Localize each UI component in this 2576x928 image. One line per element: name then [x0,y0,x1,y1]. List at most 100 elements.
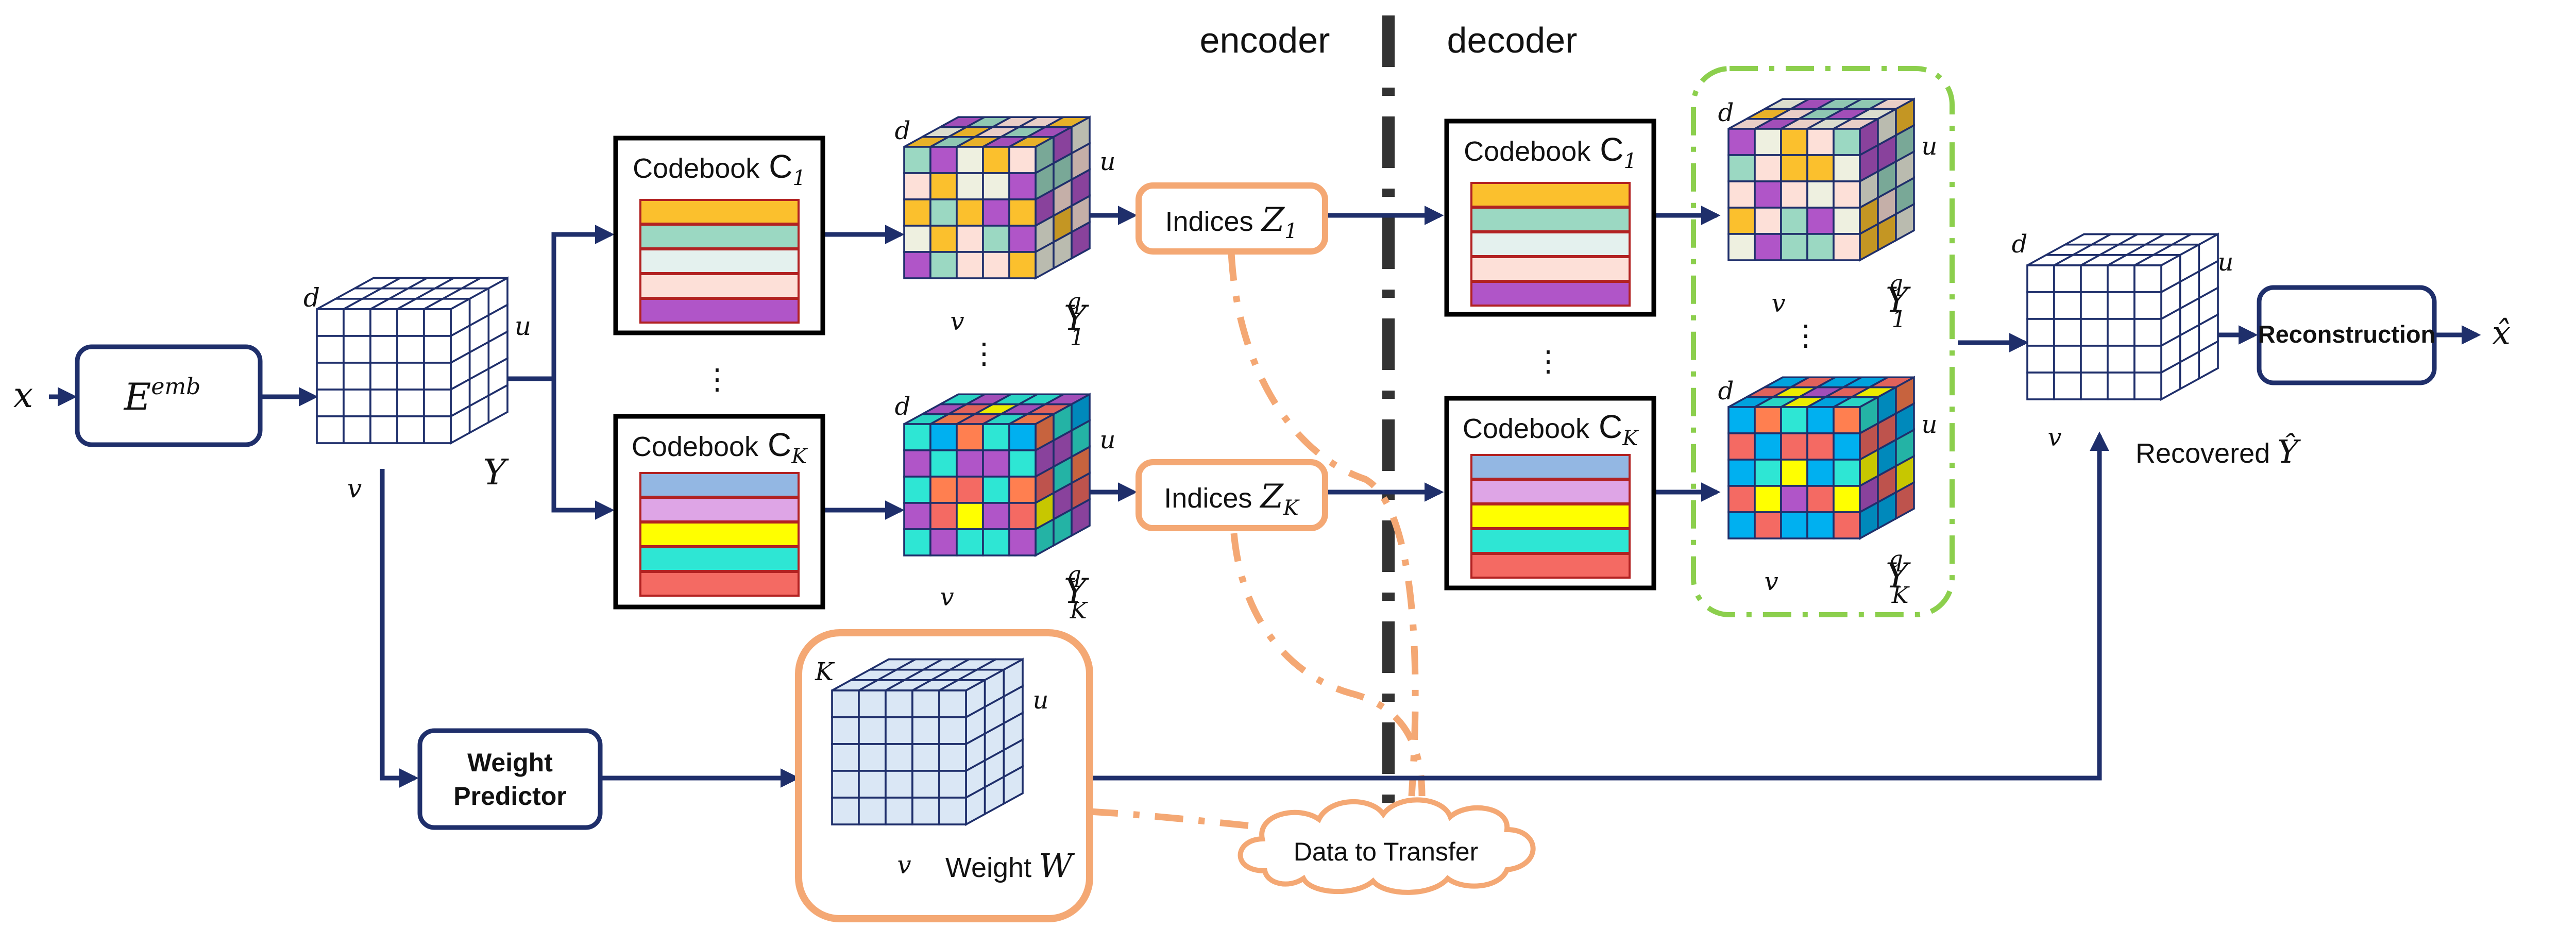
quantized-Y1-axis-v: v [950,307,964,336]
cube-cell [903,449,931,478]
decoder-codebook-ellipsis: ⋮ [1534,345,1563,377]
cube-cell [343,308,371,337]
encoder-label: encoder [1200,20,1330,60]
cube-cell [956,198,984,227]
cube-cell [2107,345,2136,374]
cube-cell [2080,318,2109,347]
codebook-entry [1470,182,1631,208]
codebook-entry [639,546,800,572]
cube-cell [885,716,913,745]
codebook-entry [639,224,800,249]
cube-cell [1833,207,1861,235]
cube-cell [956,225,984,253]
codebook-entry [639,571,800,597]
cube-cell [1727,207,1756,235]
encoder-codebook-ellipsis: ⋮ [703,363,732,395]
weight-W-box [795,629,1093,922]
codebook-entry [639,298,800,324]
cube-cell [1008,225,1037,253]
codebook-entry [1470,256,1631,282]
codebook-entry [1470,454,1631,480]
cube-cell [858,770,887,799]
cube-cell [982,251,1010,279]
codebook-K-decoder-entries [1470,454,1631,579]
encoder-quantized-ellipsis: ⋮ [970,337,998,369]
cloud-icon [1238,797,1536,895]
codebook-1-decoder-entries [1470,182,1631,307]
arrow-W-to-recovered [1090,431,2109,781]
cube-cell [2053,345,2082,374]
cube-cell [938,770,967,799]
cube-cell [1833,154,1861,182]
codebook-entry [1470,207,1631,232]
cube-cell [1727,459,1756,487]
cube-cell [316,389,345,417]
cube-cell [903,423,931,451]
codebook-entry [639,273,800,299]
cube-cell [1008,449,1037,478]
cube-cell [1727,485,1756,513]
cube-cell [1806,128,1835,156]
cube-cell [1833,180,1861,209]
decoder-quantized-ellipsis: ⋮ [1791,319,1820,351]
cube-cell [1780,459,1808,487]
decoder-label: decoder [1447,20,1578,60]
cube-cell [2133,345,2162,374]
cube-cell [1780,233,1808,261]
decoded-Y1-axis-u: u [1922,132,1938,161]
cube-cell [1895,203,1915,242]
cube-cell [369,308,398,337]
cube-cell [316,308,345,337]
cube-cell [903,172,931,200]
embedding-block: Eemb [75,344,263,447]
cube-cell [982,476,1010,504]
cube-cell [929,198,958,227]
cube-cell [1754,432,1782,461]
cube-cell [956,449,984,478]
tensor-Y-cube [316,276,509,445]
cube-cell [2080,291,2109,320]
cube-cell [396,362,425,391]
cube-cell [2133,372,2162,400]
cube-cell [956,146,984,174]
cube-cell [423,389,452,417]
cube-cell [903,146,931,174]
weight-predictor-block: Weight Predictor [417,728,603,830]
cube-cell [423,362,452,391]
cube-cell [1008,528,1037,556]
cube-cell [1833,128,1861,156]
decoded-YK-axis-v: v [1764,567,1778,596]
cube-cell [343,335,371,364]
cube-cell [1754,233,1782,261]
cube-cell [831,770,860,799]
codebook-entry [1470,503,1631,529]
cube-cell [1008,198,1037,227]
data-to-transfer-cloud: Data to Transfer [1238,797,1536,895]
cube-cell [423,308,452,337]
cube-cell [2026,345,2055,374]
cube-cell [911,797,940,825]
cube-cell [1806,154,1835,182]
codebook-entry [1470,231,1631,257]
cube-cell [2026,264,2055,293]
cube-cell [2133,318,2162,347]
cube-cell [929,172,958,200]
codebook-entry [639,497,800,522]
cube-cell [2080,372,2109,400]
recovered-axis-u: u [2218,248,2234,277]
cube-cell [938,689,967,718]
cube-cell [903,198,931,227]
decoded-quantized-group [1691,66,1955,617]
cube-cell [858,689,887,718]
weight-predictor-line1: Weight [467,748,553,777]
cube-cell [2053,264,2082,293]
cube-cell [2053,372,2082,400]
cube-cell [885,743,913,772]
cube-cell [1806,406,1835,434]
